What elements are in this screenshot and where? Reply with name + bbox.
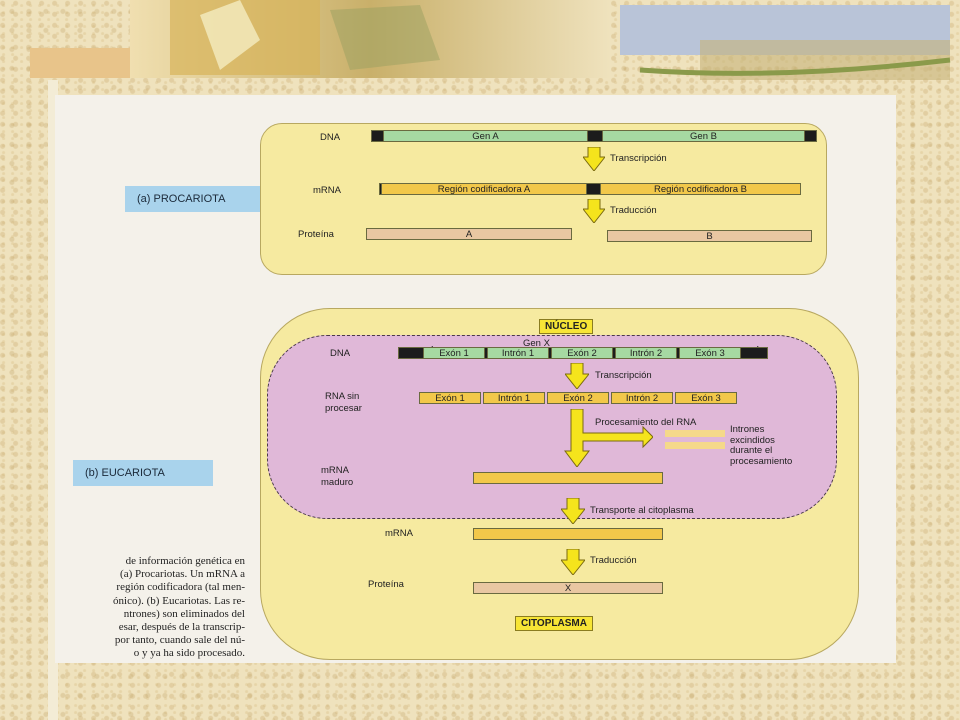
excised-intron-1 [665, 430, 725, 437]
dna-intron-1: Intrón 1 [487, 347, 549, 359]
transcription-label: Transcripción [610, 153, 667, 164]
eukaryote-transcription-arrow [565, 363, 589, 389]
prokaryote-cell [260, 123, 827, 275]
rna-intron-1: Intrón 1 [483, 392, 545, 404]
protein-a: A [366, 228, 572, 240]
decorative-banner [30, 0, 951, 80]
dna-exon-2: Exón 2 [551, 347, 613, 359]
caption-line: esar, después de la transcrip- [118, 621, 245, 634]
mature-mrna-label-2: maduro [321, 477, 354, 488]
eukaryote-tag: (b) EUCARIOTA [73, 460, 213, 486]
cytoplasm-mrna-label: mRNA [385, 528, 413, 539]
nucleus [267, 335, 837, 519]
caption-line: por tanto, cuando sale del nú- [114, 634, 245, 647]
rna-unprocessed-label-2: procesar [325, 403, 362, 414]
nucleus-title: NÚCLEO [539, 319, 594, 334]
introns-note-line: excindidos [730, 434, 775, 446]
cytoplasm-title: CITOPLASMA [515, 616, 593, 631]
mature-mrna-strand [473, 472, 663, 484]
textbook-figure: (a) PROCARIOTA (b) EUCARIOTA de informac… [55, 95, 896, 663]
dna-label: DNA [320, 132, 341, 143]
dna-intron-2: Intrón 2 [615, 347, 677, 359]
eukaryote-dna-label: DNA [330, 348, 351, 359]
caption-line: ónico). (b) Eucariotas. Las re- [113, 594, 245, 607]
transport-arrow [561, 498, 585, 524]
dna-exon-3: Exón 3 [679, 347, 741, 359]
cytoplasm-mrna-strand [473, 528, 663, 540]
rna-exon-1: Exón 1 [419, 392, 481, 404]
protein-b: B [607, 230, 812, 242]
coding-region-a: Región codificadora A [381, 183, 587, 195]
gene-x-label: Gen X [523, 338, 550, 349]
introns-note-line: Intrones [730, 424, 765, 435]
excised-intron-2 [665, 442, 725, 449]
protein-x: X [473, 582, 663, 594]
introns-note-line: procesamiento [730, 455, 793, 467]
gene-a-segment: Gen A [383, 130, 588, 142]
caption-line: o y ya ha sido procesado. [133, 647, 245, 660]
coding-region-b: Región codificadora B [600, 183, 801, 195]
transport-label: Transporte al citoplasma [590, 505, 694, 516]
rna-exon-2: Exón 2 [547, 392, 609, 404]
rna-exon-3: Exón 3 [675, 392, 737, 404]
processing-label: Procesamiento del RNA [595, 417, 697, 428]
mature-mrna-label-1: mRNA [321, 465, 349, 476]
figure-caption: de información genética en (a) Procariot… [57, 555, 245, 661]
introns-note: Intrones excindidos durante el procesami… [730, 424, 793, 467]
translation-arrow [583, 199, 605, 223]
transcription-arrow [583, 147, 605, 171]
slide-left-strip [48, 80, 58, 720]
caption-line: ntrones) son eliminados del [123, 607, 245, 620]
rna-intron-2: Intrón 2 [611, 392, 673, 404]
processing-arrow [564, 409, 653, 467]
dna-exon-1: Exón 1 [423, 347, 485, 359]
protein-label: Proteína [298, 229, 334, 240]
caption-line: (a) Procariotas. Un mRNA a [120, 568, 245, 581]
introns-note-line: durante el [730, 445, 773, 456]
gene-b-segment: Gen B [602, 130, 805, 142]
eukaryote-translation-arrow [561, 549, 585, 575]
mrna-label: mRNA [313, 185, 341, 196]
translation-label: Traducción [610, 205, 657, 216]
eukaryote-translation-label: Traducción [590, 555, 637, 566]
rna-unprocessed-label-1: RNA sin [325, 391, 360, 402]
eukaryote-protein-label: Proteína [368, 579, 404, 590]
caption-line: región codificadora (tal men- [116, 581, 245, 594]
eukaryote-transcription-label: Transcripción [595, 370, 652, 381]
caption-line: de información genética en [125, 555, 245, 567]
prokaryote-tag: (a) PROCARIOTA [125, 186, 280, 212]
